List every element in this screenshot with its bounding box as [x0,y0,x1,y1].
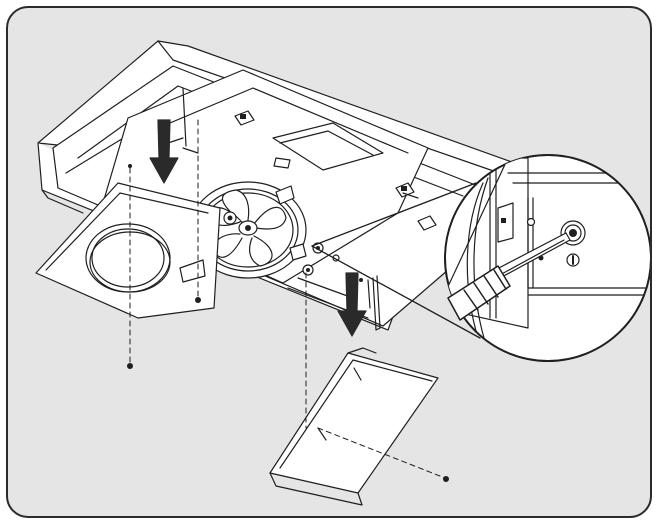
screw [195,297,201,303]
mounting-bracket [395,182,415,198]
mounting-bracket [417,215,437,231]
screw [127,363,133,369]
screws [127,164,449,482]
screw [443,476,449,482]
fastener-guide-lines [129,119,446,479]
screw [128,164,132,168]
installation-diagram [35,40,650,506]
mounting-bracket [234,110,255,126]
front-cover-panel [269,347,439,506]
screwdriver [447,232,571,321]
down-arrow [337,272,367,337]
fan-blower [189,181,307,279]
duct-collar-plate [35,182,237,319]
down-arrow [149,119,179,184]
illustration-frame [6,6,652,518]
